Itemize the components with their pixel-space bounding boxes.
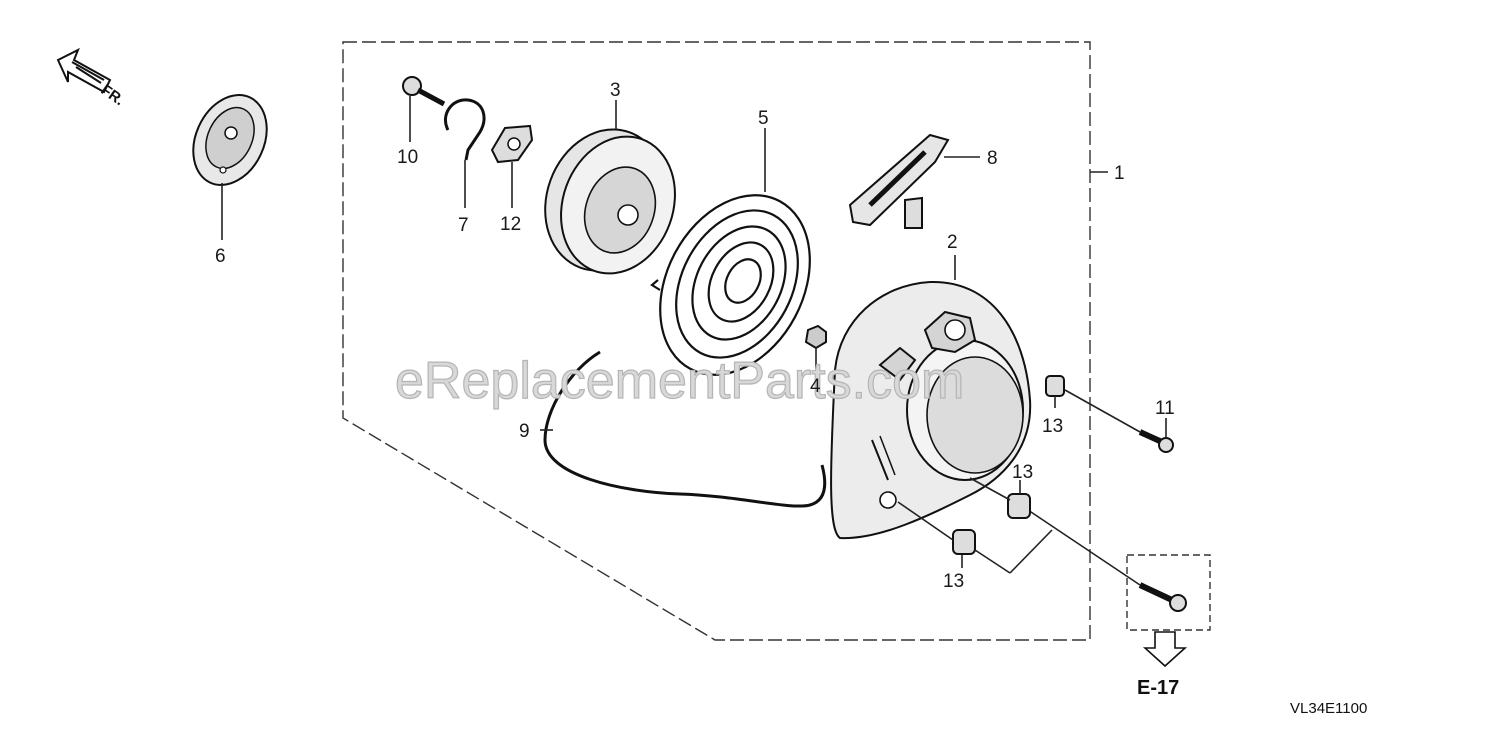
callout-13-middle: 13: [1012, 462, 1033, 483]
front-direction-arrow-icon: [56, 47, 112, 94]
reference-arrow-icon: [1142, 631, 1188, 668]
callout-9: 9: [519, 421, 530, 442]
collar-part-upper: [1045, 375, 1065, 397]
reel-part: [544, 128, 676, 275]
callout-5: 5: [758, 108, 769, 129]
callout-1: 1: [1114, 163, 1125, 184]
starter-rope-part: [543, 350, 827, 508]
callout-13-lower: 13: [943, 571, 964, 592]
callout-4: 4: [810, 376, 821, 397]
screw-part: [402, 76, 446, 107]
ratchet-part: [490, 124, 534, 164]
watermark: eReplacementParts.com: [395, 352, 964, 410]
callout-2: 2: [947, 232, 958, 253]
starter-case-part: [830, 280, 1032, 540]
callout-11: 11: [1155, 398, 1175, 419]
callout-6: 6: [215, 246, 226, 267]
starter-handle-part: [848, 133, 950, 229]
recoil-spring-part: [650, 194, 811, 376]
callout-3: 3: [610, 80, 621, 101]
nut-part: [804, 324, 827, 350]
collar-part-lower: [952, 529, 976, 555]
reference-box: [1126, 554, 1211, 631]
callout-12: 12: [500, 214, 521, 235]
bolt-part: [1138, 429, 1174, 453]
callout-8: 8: [987, 148, 998, 169]
cover-plate-part: [192, 94, 268, 186]
assembly-boundary: [342, 41, 1091, 641]
collar-part-middle: [1007, 493, 1031, 519]
diagram-code: VL34E1100: [1290, 700, 1367, 717]
callout-10: 10: [397, 147, 418, 168]
callout-7: 7: [458, 215, 469, 236]
spring-clip-part: [444, 98, 486, 161]
callout-13-upper: 13: [1042, 416, 1063, 437]
lower-bolt-part: [1138, 582, 1187, 612]
reference-page-label[interactable]: E-17: [1137, 677, 1179, 699]
